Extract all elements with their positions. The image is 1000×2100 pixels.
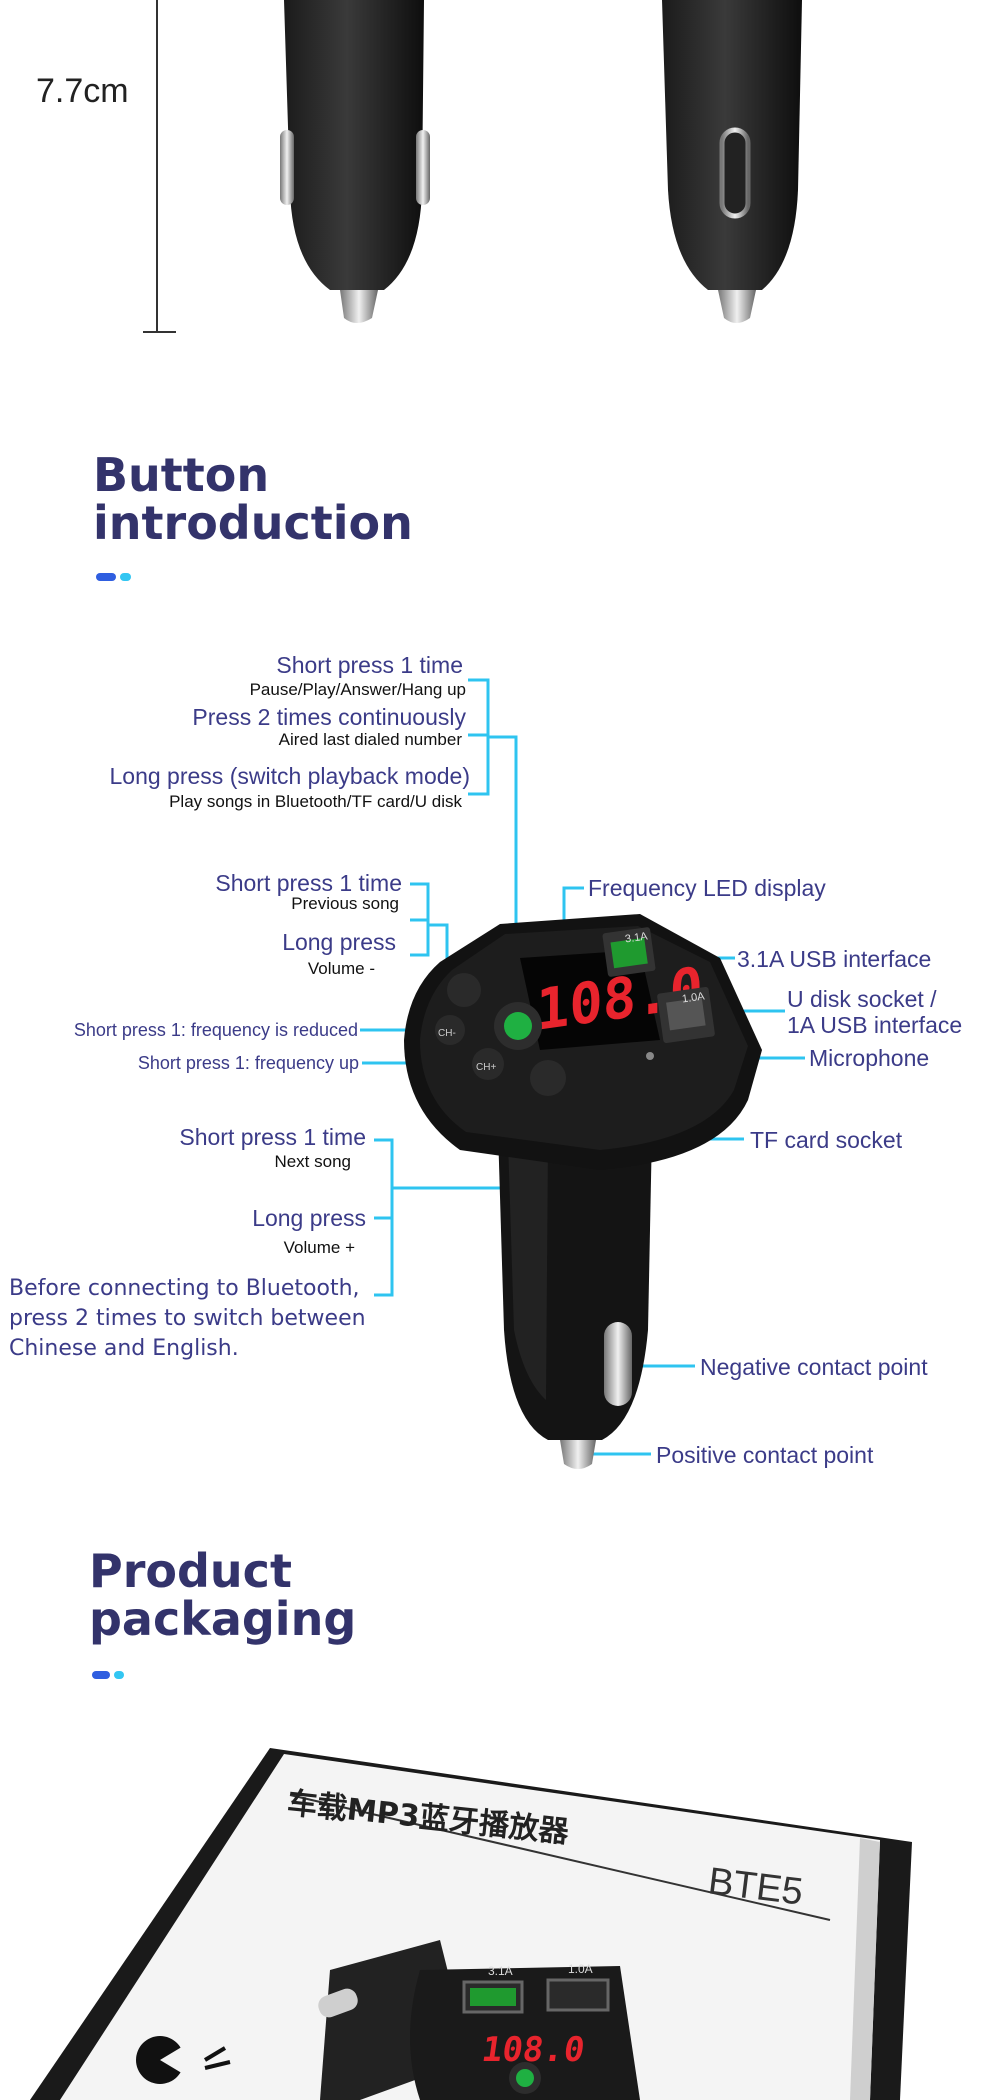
prev-long-press-desc: Volume - <box>307 959 375 978</box>
play-short-press-desc: Pause/Play/Answer/Hang up <box>249 680 466 699</box>
height-label: 7.7cm <box>36 72 129 110</box>
led-display-label: Frequency LED display <box>588 875 826 901</box>
device-port-a-label: 3.1A <box>624 930 649 946</box>
negative-contact-label: Negative contact point <box>700 1354 928 1380</box>
packaging-illustration <box>30 1748 912 2100</box>
udisk-socket-label-line1: U disk socket / <box>787 986 937 1012</box>
language-switch-note: Before connecting to Bluetooth, press 2 … <box>9 1276 366 1361</box>
button-intro-title: Button introduction <box>93 451 413 547</box>
play-long-press: Long press (switch playback mode) <box>109 763 471 789</box>
tf-card-label: TF card socket <box>750 1127 903 1153</box>
packaging-title-line1: Product <box>89 1544 292 1598</box>
play-long-press-desc: Play songs in Bluetooth/TF card/U disk <box>169 792 462 811</box>
positive-contact-label: Positive contact point <box>656 1442 874 1468</box>
title-accent-dots <box>96 573 136 581</box>
device-ch-plus-key: CH+ <box>476 1062 497 1073</box>
prev-short-press-desc: Previous song <box>291 894 399 913</box>
button-intro-title-line2: introduction <box>93 496 413 550</box>
charger-device: 108.0 <box>404 914 762 1469</box>
microphone-label: Microphone <box>809 1045 930 1071</box>
udisk-socket-label-line2: 1A USB interface <box>787 1012 963 1038</box>
dimension-view: 7.7cm <box>0 0 1000 340</box>
packaging-title: Product packaging <box>89 1547 356 1643</box>
next-short-press: Short press 1 time <box>179 1124 366 1150</box>
dimension-illustration <box>143 0 802 333</box>
next-short-press-desc: Next song <box>274 1152 351 1171</box>
next-long-press-desc: Volume + <box>283 1238 355 1257</box>
box-port-b: 1.0A <box>568 1962 593 1976</box>
button-diagram: 108.0 <box>360 678 805 1469</box>
packaging-accent-dots <box>92 1671 132 1679</box>
play-double-press: Press 2 times continuously <box>192 704 466 730</box>
device-ch-minus-key: CH- <box>438 1028 456 1039</box>
device-port-b-label: 1.0A <box>681 990 706 1006</box>
play-short-press: Short press 1 time <box>276 652 463 678</box>
prev-long-press: Long press <box>282 929 396 955</box>
play-double-press-desc: Aired last dialed number <box>278 730 462 749</box>
ch-minus-label: Short press 1: frequency is reduced <box>73 1020 358 1040</box>
button-intro-title-line1: Button <box>93 448 270 502</box>
box-port-a: 3.1A <box>488 1964 513 1978</box>
usb-31a-label: 3.1A USB interface <box>737 946 932 972</box>
packaging-box: 车载MP3蓝牙播放器 BTE5 108.0 3.1A 1.0A <box>0 1730 1000 2100</box>
next-long-press: Long press <box>252 1205 366 1231</box>
prev-short-press: Short press 1 time <box>215 870 402 896</box>
ch-plus-label: Short press 1: frequency up <box>137 1053 359 1073</box>
packaging-title-line2: packaging <box>89 1592 357 1646</box>
box-led-display: 108.0 <box>479 2030 588 2070</box>
